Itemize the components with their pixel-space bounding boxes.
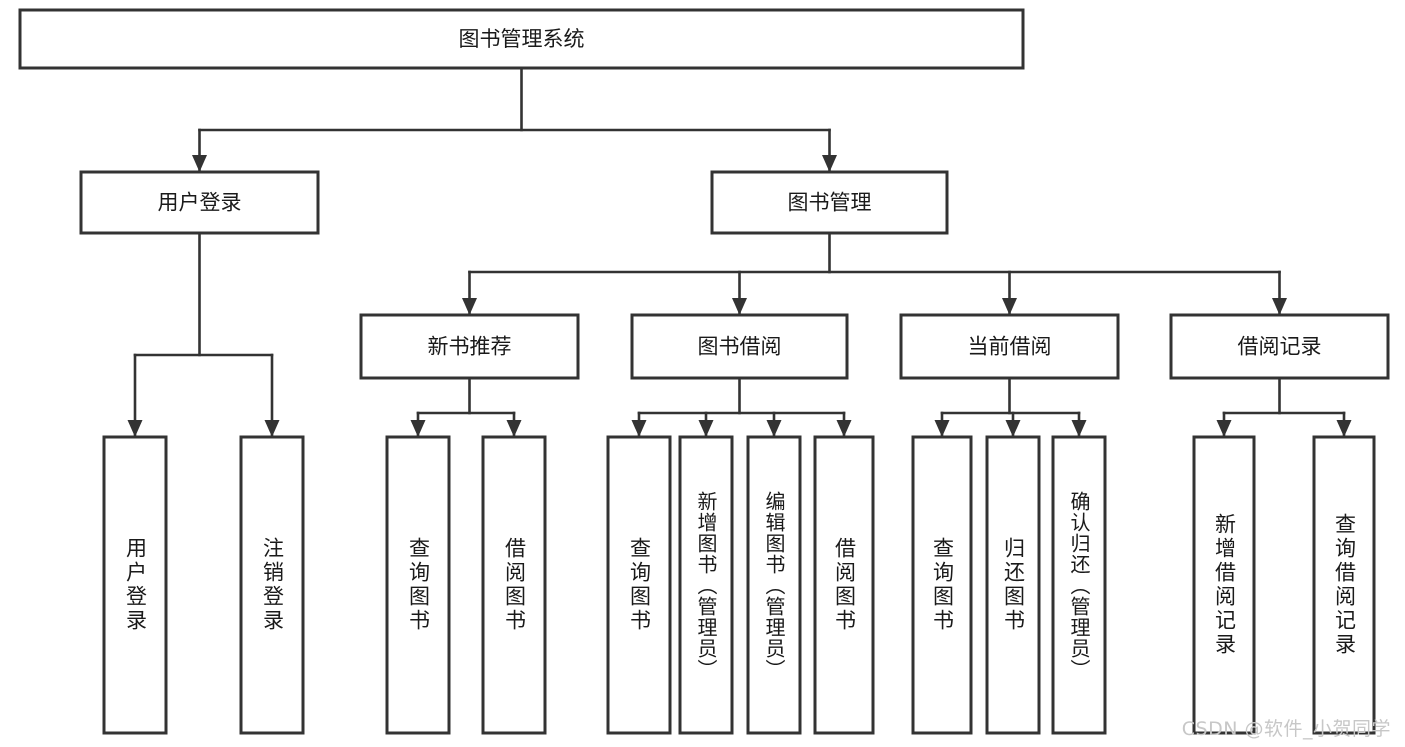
node-root-label: 图书管理系统 — [459, 27, 585, 51]
node-leaf-3[interactable] — [481, 435, 547, 735]
node-leaf-0[interactable] — [102, 435, 168, 735]
arrow-head-down — [822, 155, 837, 172]
arrow-head-down — [934, 420, 950, 437]
arrow-head-down — [462, 298, 477, 315]
boxes-layer — [18, 8, 1390, 735]
node-level2-label-1: 图书管理 — [788, 191, 872, 215]
node-leaf-7[interactable] — [813, 435, 875, 735]
arrow-head-down — [732, 298, 747, 315]
arrow-head-down — [631, 420, 647, 437]
node-leaf-10[interactable] — [1051, 435, 1107, 735]
arrow-head-down — [127, 420, 143, 437]
node-leaf-12[interactable] — [1312, 435, 1376, 735]
node-level3-0[interactable] — [359, 313, 580, 380]
node-leaf-2[interactable] — [385, 435, 451, 735]
node-level3-label-2: 当前借阅 — [968, 335, 1052, 359]
arrow-head-down — [1336, 420, 1352, 437]
node-level3-label-1: 图书借阅 — [698, 335, 782, 359]
arrow-head-down — [1005, 420, 1021, 437]
node-leaf-9[interactable] — [985, 435, 1041, 735]
arrow-head-down — [766, 420, 782, 437]
node-leaf-6[interactable] — [746, 435, 802, 735]
arrow-head-down — [1002, 298, 1017, 315]
arrow-head-down — [698, 420, 714, 437]
arrow-head-down — [192, 155, 207, 172]
node-leaf-5[interactable] — [678, 435, 734, 735]
node-root-title[interactable] — [18, 8, 1025, 70]
node-level2-0[interactable] — [79, 170, 320, 235]
connectors-layer — [127, 66, 1352, 438]
node-level3-3[interactable] — [1169, 313, 1390, 380]
watermark-credit: CSDN @软件_小贺同学 — [1181, 718, 1391, 740]
node-level3-label-3: 借阅记录 — [1238, 335, 1322, 359]
arrow-head-down — [506, 420, 522, 437]
arrow-head-down — [1216, 420, 1232, 437]
node-level2-1[interactable] — [710, 170, 949, 235]
node-leaf-4[interactable] — [606, 435, 672, 735]
node-level3-1[interactable] — [630, 313, 849, 380]
node-leaf-8[interactable] — [911, 435, 973, 735]
arrow-head-down — [410, 420, 426, 437]
node-level3-2[interactable] — [899, 313, 1120, 380]
node-level2-label-0: 用户登录 — [158, 191, 242, 215]
arrow-head-down — [836, 420, 852, 437]
arrow-head-down — [1071, 420, 1087, 437]
node-leaf-1[interactable] — [239, 435, 305, 735]
arrow-head-down — [1272, 298, 1287, 315]
node-leaf-11[interactable] — [1192, 435, 1256, 735]
arrow-head-down — [264, 420, 280, 437]
node-level3-label-0: 新书推荐 — [428, 335, 512, 359]
